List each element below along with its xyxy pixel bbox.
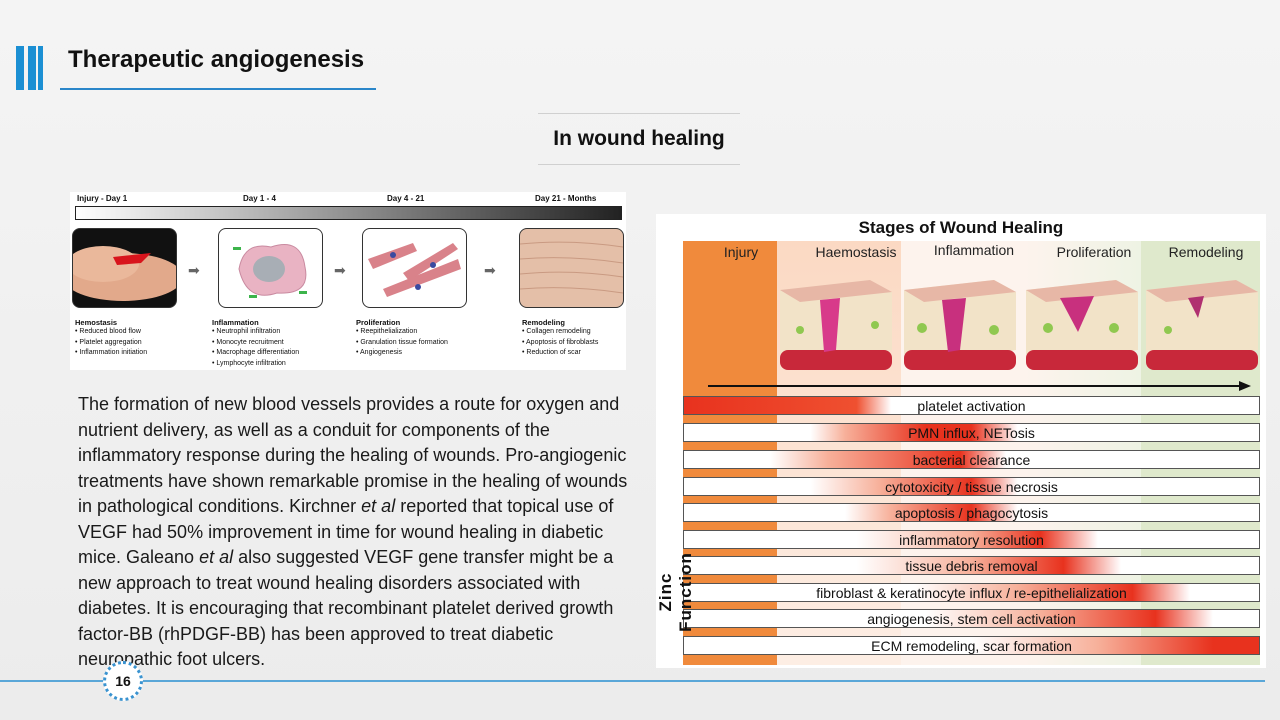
arrow-icon: ➡ [188, 262, 200, 278]
zinc-function-bar: bacterial clearance [683, 450, 1260, 469]
phase-title: Inflammation [212, 318, 259, 327]
wound-timeline-figure: Injury - Day 1 Day 1 - 4 Day 4 - 21 Day … [70, 192, 626, 370]
list-item: • Inflammation initiation [75, 349, 148, 356]
logo-bar-left [16, 46, 24, 90]
logo-bar-right [38, 46, 43, 90]
proliferation-image [362, 228, 467, 308]
y-axis-label: Zinc Function [656, 552, 695, 632]
timeline-label: Day 4 - 21 [387, 194, 425, 203]
list-item: • Macrophage differentiation [212, 349, 300, 356]
phase-items: • Neutrophil infiltration • Monocyte rec… [212, 327, 299, 369]
title-underline [60, 88, 376, 90]
list-item: • Neutrophil infiltration [212, 328, 281, 335]
list-item: • Granulation tissue formation [356, 338, 448, 346]
arrow-icon: ➡ [334, 262, 346, 278]
timeline-label: Day 1 - 4 [243, 194, 276, 203]
paragraph-italic: et al [361, 496, 396, 516]
figure-title: Stages of Wound Healing [858, 218, 1064, 237]
stage-header: Proliferation [1056, 244, 1132, 260]
page-number: 16 [103, 661, 143, 701]
list-item: • Reepithelialization [356, 328, 418, 335]
zinc-function-bar: ECM remodeling, scar formation [683, 636, 1260, 655]
zinc-function-bar: PMN influx, NETosis [683, 423, 1260, 442]
skin-section-image [904, 280, 1016, 370]
body-paragraph: The formation of new blood vessels provi… [78, 392, 638, 673]
paragraph-text: reported that topical use of VEGF had 50… [78, 496, 614, 567]
list-item: • Angiogenesis [356, 349, 403, 356]
phase-title: Remodeling [522, 318, 565, 327]
phase-items: • Collagen remodeling • Apoptosis of fib… [522, 327, 598, 359]
list-item: • Monocyte recruitment [212, 338, 284, 346]
phase-title: Hemostasis [75, 318, 118, 327]
stage-header: Remodeling [1168, 244, 1244, 260]
timeline-gradient-bar [75, 206, 622, 220]
skin-section-image [1026, 280, 1138, 370]
timeline-arrow-icon [708, 381, 1251, 391]
phase-items: • Reepithelialization • Granulation tiss… [356, 327, 448, 359]
timeline-label: Injury - Day 1 [77, 194, 128, 203]
wound-healing-stages-figure: Stages of Wound Healing Injury Haemostas… [656, 214, 1266, 668]
list-item: • Lymphocyte infiltration [212, 359, 286, 367]
list-item: • Collagen remodeling [522, 328, 591, 335]
stage-header: Injury [723, 244, 759, 260]
timeline-label: Day 21 - Months [535, 194, 597, 203]
paragraph-italic: et al [199, 547, 234, 567]
slide-subtitle: In wound healing [538, 113, 740, 165]
list-item: • Platelet aggregation [75, 338, 142, 346]
stage-header: Inflammation [933, 242, 1015, 258]
arrow-icon: ➡ [484, 262, 496, 278]
phase-title: Proliferation [356, 318, 401, 327]
zinc-function-bar: inflammatory resolution [683, 530, 1260, 549]
healed-skin-image [519, 228, 624, 308]
zinc-function-bar: cytotoxicity / tissue necrosis [683, 477, 1260, 496]
footer-line [0, 680, 1265, 682]
finger-wound-image [72, 228, 177, 308]
phase-items: • Reduced blood flow • Platelet aggregat… [75, 327, 147, 359]
list-item: • Reduction of scar [522, 349, 581, 356]
slide-title: Therapeutic angiogenesis [68, 46, 365, 73]
skin-section-image [1146, 280, 1258, 370]
zinc-function-bar: fibroblast & keratinocyte influx / re-ep… [683, 583, 1260, 602]
macrophage-image [218, 228, 323, 308]
stage-header: Haemostasis [815, 244, 897, 260]
zinc-function-bar: platelet activation [683, 396, 1260, 415]
zinc-function-bar: apoptosis / phagocytosis [683, 503, 1260, 522]
paragraph-text: The formation of new blood vessels provi… [78, 394, 628, 516]
zinc-function-bar: tissue debris removal [683, 556, 1260, 575]
zinc-function-bar: angiogenesis, stem cell activation [683, 609, 1260, 628]
logo-bar-middle [28, 46, 36, 90]
skin-section-image [780, 280, 892, 370]
list-item: • Reduced blood flow [75, 328, 141, 335]
list-item: • Apoptosis of fibroblasts [522, 338, 599, 346]
